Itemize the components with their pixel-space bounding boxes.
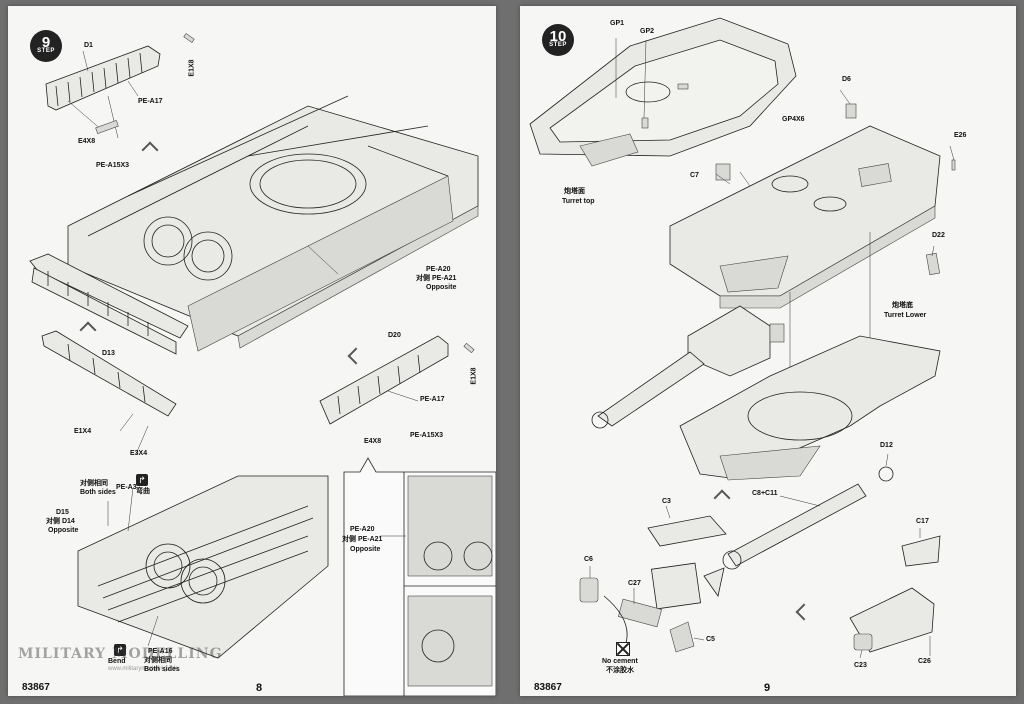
skirt-d20-drawing	[319, 335, 475, 425]
part-label: E1X8	[188, 59, 196, 77]
left-page-drawings	[29, 33, 496, 696]
part-label: E1X4	[74, 428, 92, 435]
note-label: Both sides	[80, 489, 116, 496]
part-label: D6	[842, 76, 851, 83]
part-label: E4X8	[364, 438, 382, 445]
part-label: C3	[662, 498, 671, 505]
instruction-page-left: 9 STEP D1 E1X8 PE-A17 E4X8 PE-A15X3 PE-A…	[8, 6, 496, 696]
tank-hull-drawing	[67, 95, 479, 352]
step-number: 9	[41, 34, 51, 51]
section-label: 炮塔面	[564, 188, 585, 195]
part-label: C8+C11	[752, 490, 778, 497]
bend-icon: ↱	[136, 474, 148, 486]
part-label: C17	[916, 518, 929, 525]
step-label: STEP	[37, 48, 55, 54]
step-label: STEP	[549, 42, 567, 48]
instruction-page-right: 10 STEP GP1 GP2 GP4X6 C7 D6 E26 炮塔面 Turr…	[520, 6, 1016, 696]
part-label: C5	[706, 636, 715, 643]
part-label: C7	[690, 172, 699, 179]
watermark-url: www.militarymodelling.info	[108, 666, 179, 672]
part-label: D1	[84, 42, 93, 49]
part-label: Opposite	[48, 527, 79, 534]
part-label: 对侧 PE-A21	[416, 275, 457, 282]
part-label: PE-A15X3	[96, 162, 130, 169]
part-label: D12	[880, 442, 893, 449]
part-label: GP2	[640, 28, 655, 35]
catalog-number: 83867	[534, 682, 562, 693]
part-label: E1X8	[470, 367, 478, 385]
section-label: Turret Lower	[884, 312, 927, 319]
part-label: PE-A16	[148, 648, 173, 655]
part-label: E4X8	[78, 138, 96, 145]
bend-icon: ↱	[114, 644, 126, 656]
part-label: PE-A17	[420, 396, 445, 403]
part-label: D20	[388, 332, 401, 339]
part-label: C6	[584, 556, 593, 563]
part-label: PE-A15X3	[410, 432, 444, 439]
part-label: 对侧 PE-A21	[342, 536, 383, 543]
watermark: MILITARY MODELLING	[18, 646, 223, 662]
part-label: Opposite	[350, 546, 381, 553]
part-label: Opposite	[426, 284, 457, 291]
part-label: D15	[56, 509, 69, 516]
part-label: PE-A20	[350, 526, 375, 533]
part-label: D22	[932, 232, 945, 239]
part-label: GP4X6	[782, 116, 805, 123]
note-label: No cement	[602, 658, 638, 665]
part-label: E3X4	[130, 450, 148, 457]
part-label: C26	[918, 658, 931, 665]
page-number: 8	[256, 682, 263, 694]
part-label: PE-A20	[426, 266, 451, 273]
gun-mantlet-drawing	[591, 305, 785, 429]
inset-detail-box	[343, 457, 496, 696]
page-number: 9	[764, 682, 771, 694]
note-label: Bend	[108, 658, 126, 665]
long-side-skirt-drawing	[29, 253, 189, 355]
note-label: 不涂胶水	[606, 667, 634, 674]
turret-assembly-drawing	[669, 103, 956, 426]
part-label: C23	[854, 662, 867, 669]
side-skirt-top-drawing	[45, 33, 195, 139]
skirt-d13-drawing	[41, 330, 177, 417]
part-label: PE-A3	[116, 484, 137, 491]
right-page-drawings	[529, 17, 956, 659]
part-label: C27	[628, 580, 641, 587]
part-label: PE-A17	[138, 98, 163, 105]
no-cement-icon	[616, 642, 630, 656]
section-label: Turret top	[562, 198, 595, 205]
gun-mount-parts-drawing	[579, 515, 941, 657]
step-badge: 9 STEP	[30, 30, 62, 62]
part-label: E26	[954, 132, 967, 139]
barrel-drawing	[722, 466, 894, 570]
turret-top-drawing	[529, 17, 797, 167]
section-label: 炮塔底	[892, 302, 913, 309]
note-label: 对侧相同	[144, 657, 172, 664]
step-badge: 10 STEP	[542, 24, 574, 56]
part-label: D13	[102, 350, 115, 357]
catalog-number: 83867	[22, 682, 50, 693]
part-label: 对侧 D14	[46, 518, 75, 525]
turret-lower-drawing	[679, 335, 941, 481]
part-label: GP1	[610, 20, 625, 27]
step-number: 10	[549, 28, 567, 45]
note-label: 对侧相同	[80, 480, 108, 487]
note-label: Both sides	[144, 666, 180, 673]
tank-detail-drawing	[77, 475, 329, 659]
note-label: 弯曲	[136, 488, 150, 495]
